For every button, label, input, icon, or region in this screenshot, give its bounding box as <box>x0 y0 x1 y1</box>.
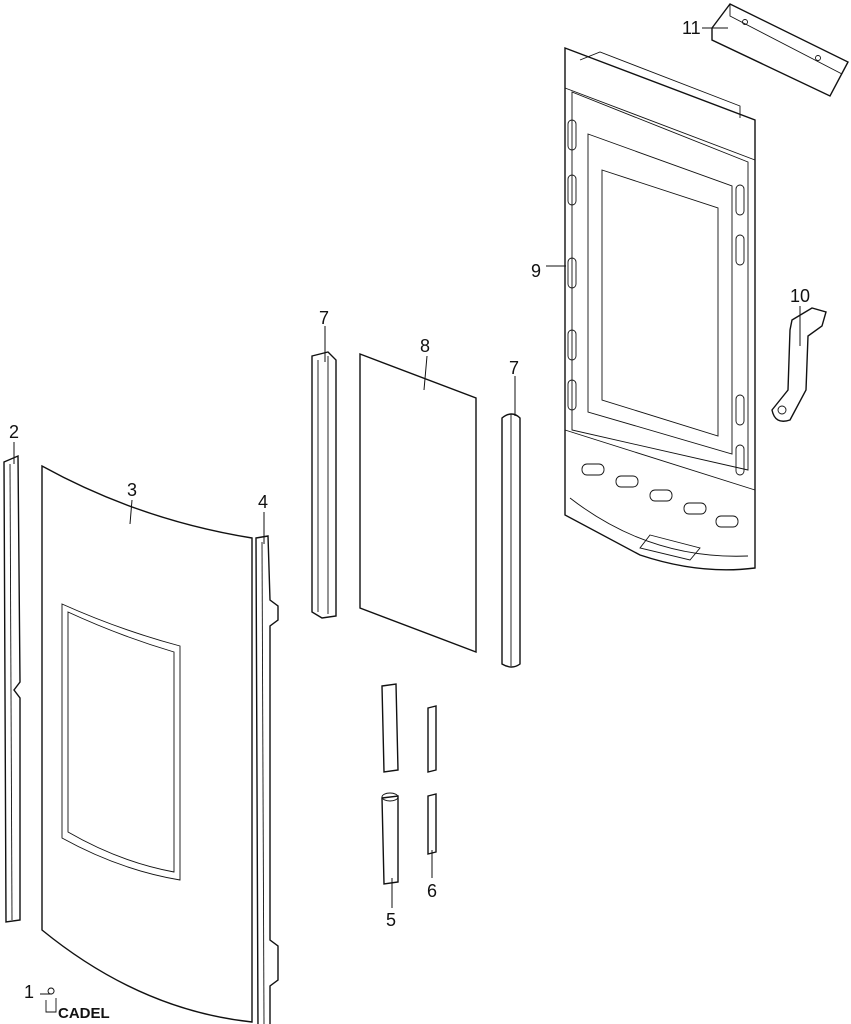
part-11-bracket <box>711 3 849 97</box>
part-7-left-rail <box>311 351 337 619</box>
part-1-logo-plate: CADEL <box>45 987 110 1022</box>
label-part-7-left: 7 <box>319 308 329 328</box>
part-8-glass-panel <box>359 352 477 654</box>
leader-lines <box>13 27 801 995</box>
label-part-10: 10 <box>790 286 810 306</box>
part-9-door-frame <box>564 46 756 571</box>
label-part-7-right: 7 <box>509 358 519 378</box>
label-part-2: 2 <box>9 422 19 442</box>
part-3-front-panel <box>41 464 253 1023</box>
label-part-1: 1 <box>24 982 34 1002</box>
cadel-logo-text: CADEL <box>58 1005 110 1022</box>
part-2-left-strip <box>3 454 21 923</box>
label-part-9: 9 <box>531 261 541 281</box>
label-part-6: 6 <box>427 881 437 901</box>
part-4-right-strip <box>255 535 279 1024</box>
part-labels: 1 2 3 4 5 6 7 8 7 9 10 11 <box>9 18 810 1002</box>
part-5-pins <box>381 683 399 885</box>
label-part-11: 11 <box>682 18 701 38</box>
label-part-5: 5 <box>386 910 396 930</box>
part-10-hinge <box>771 307 827 422</box>
label-part-8: 8 <box>420 336 430 356</box>
label-part-4: 4 <box>258 492 268 512</box>
part-6-pins <box>427 705 437 855</box>
label-part-3: 3 <box>127 480 137 500</box>
part-7-right-rail <box>501 413 521 668</box>
